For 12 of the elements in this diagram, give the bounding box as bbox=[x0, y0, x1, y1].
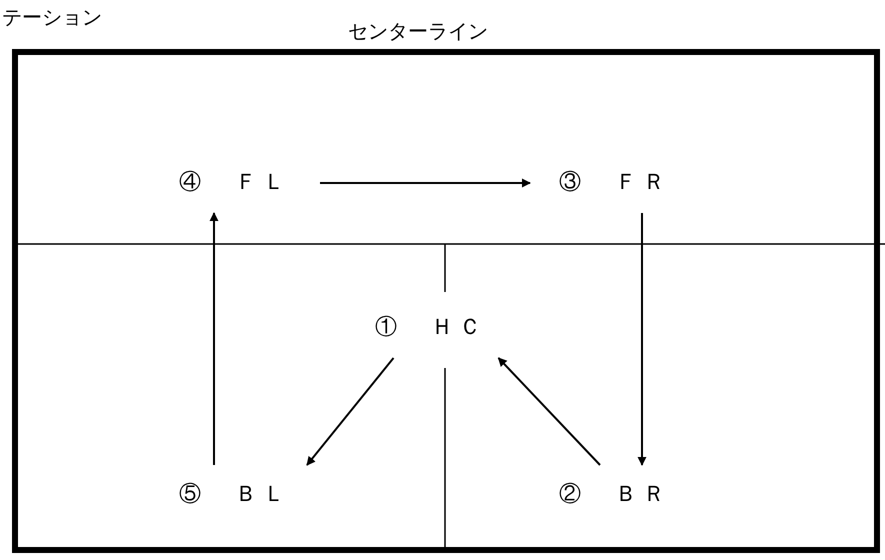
arrow bbox=[320, 178, 531, 188]
annotation-label: センターライン bbox=[348, 18, 488, 45]
arrow bbox=[210, 212, 218, 465]
position-label: ③ ＦＲ bbox=[540, 163, 690, 203]
arrow bbox=[638, 213, 646, 466]
arrow bbox=[306, 357, 394, 466]
position-label: ⑤ ＢＬ bbox=[160, 475, 310, 515]
position-label: ① ＨＣ bbox=[356, 308, 506, 348]
position-label: ② ＢＲ bbox=[540, 475, 690, 515]
annotation-label: テーション bbox=[2, 4, 102, 31]
arrow bbox=[498, 357, 601, 466]
position-label: ④ ＦＬ bbox=[160, 163, 310, 203]
